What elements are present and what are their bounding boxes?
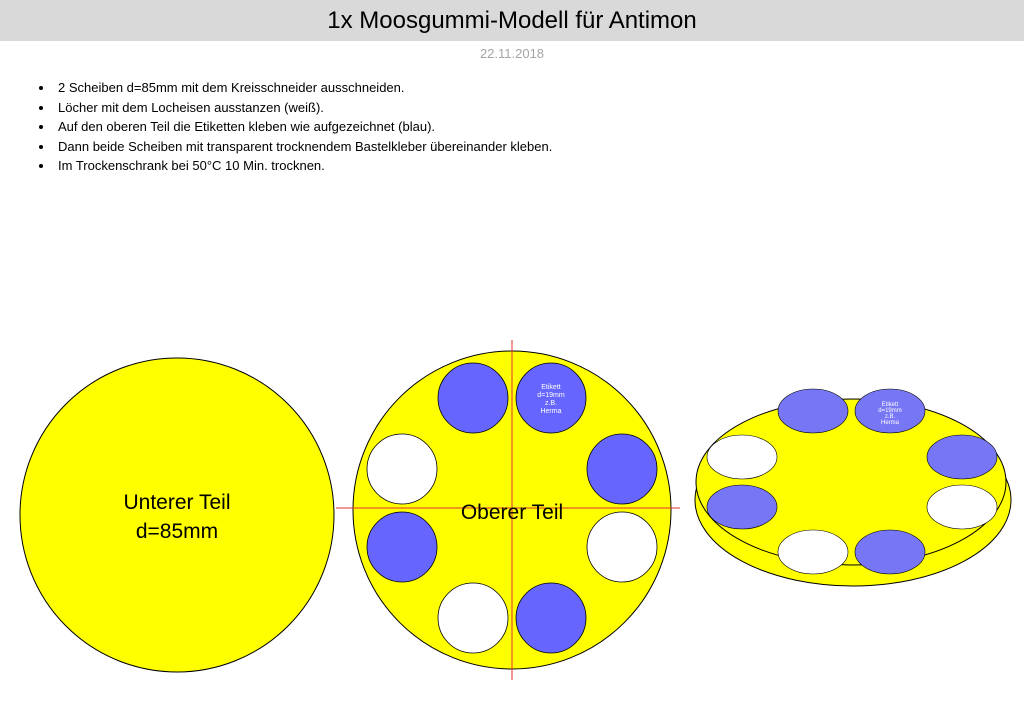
instruction-item: Auf den oberen Teil die Etiketten kleben… — [54, 117, 552, 137]
etikett-note-line: z.B. — [885, 414, 896, 420]
etikett-note-line: d=19mm — [878, 408, 902, 414]
instruction-item: Löcher mit dem Locheisen ausstanzen (wei… — [54, 98, 552, 118]
label-spot — [777, 388, 849, 434]
etikett-note-line: z.B. — [545, 400, 557, 407]
punched-hole — [586, 511, 658, 583]
punched-hole — [437, 582, 509, 654]
page-title: 1x Moosgummi-Modell für Antimon — [327, 6, 697, 34]
label-spot — [926, 434, 998, 480]
lower-disc-label: Unterer Teil — [124, 491, 231, 514]
etikett-note-line: Etikett — [541, 384, 561, 391]
punched-hole — [706, 434, 778, 480]
label-spot — [515, 362, 587, 434]
instruction-item: Im Trockenschrank bei 50°C 10 Min. trock… — [54, 156, 552, 176]
etikett-note-line: d=19mm — [537, 392, 565, 399]
stack-top-disc — [695, 398, 1007, 566]
lower-disc-diameter: d=85mm — [136, 520, 218, 543]
label-spot — [854, 388, 926, 434]
label-spot — [854, 529, 926, 575]
label-spot — [437, 362, 509, 434]
etikett-note-line: Herma — [540, 408, 561, 415]
label-spot — [586, 433, 658, 505]
document-date: 22.11.2018 — [479, 46, 545, 61]
punched-hole — [777, 529, 849, 575]
etikett-note-line: Herma — [881, 420, 900, 426]
label-spot — [706, 484, 778, 530]
instruction-item: 2 Scheiben d=85mm mit dem Kreisschneider… — [54, 78, 552, 98]
label-spot — [515, 582, 587, 654]
label-spot — [366, 511, 438, 583]
upper-disc-label: Oberer Teil — [461, 501, 563, 524]
punched-hole — [366, 433, 438, 505]
lower-disc — [19, 357, 335, 673]
instruction-list: 2 Scheiben d=85mm mit dem Kreisschneider… — [38, 78, 552, 176]
punched-hole — [926, 484, 998, 530]
instruction-item: Dann beide Scheiben mit transparent troc… — [54, 137, 552, 157]
title-bar: 1x Moosgummi-Modell für Antimon — [0, 0, 1024, 41]
etikett-note-line: Etikett — [882, 402, 899, 408]
